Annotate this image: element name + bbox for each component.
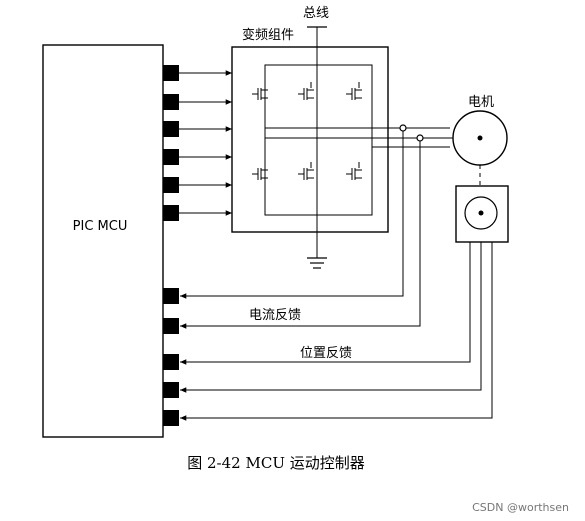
position-input-pin (163, 354, 179, 370)
current-feedback-wires (180, 131, 421, 329)
motor-label: 电机 (468, 95, 494, 110)
bus-line: 总线 (303, 6, 329, 258)
watermark: CSDN @worthsen (472, 501, 569, 514)
bridge-rails (264, 64, 373, 216)
pwm-pin (163, 149, 179, 165)
mcu-label: PIC MCU (73, 219, 128, 234)
current-sense-node (399, 124, 407, 132)
motor: 电机 (452, 95, 508, 200)
current-input-pin (163, 318, 179, 334)
position-feedback-label: 位置反馈 (300, 346, 352, 361)
pwm-pin (163, 65, 179, 81)
pwm-output-pins (163, 65, 179, 221)
mcu-block: PIC MCU (42, 44, 164, 438)
transistor-switch-icon (252, 162, 268, 180)
current-input-pin (163, 288, 179, 304)
current-feedback-label: 电流反馈 (249, 308, 301, 323)
transistor-switch-icon (346, 162, 362, 180)
ground-icon (307, 257, 327, 269)
transistor-switch-icon (346, 82, 362, 100)
pwm-pin (163, 94, 179, 110)
position-encoder (455, 185, 509, 243)
pwm-pin (163, 205, 179, 221)
figure-caption: 图 2-42 MCU 运动控制器 (187, 454, 364, 472)
position-input-pin (163, 410, 179, 426)
inverter-label: 变频组件 (242, 27, 294, 43)
pwm-signal-arrows (179, 70, 232, 216)
inverter-block: 变频组件 (231, 27, 458, 233)
transistor-switch-icon (298, 162, 314, 180)
pwm-pin (163, 121, 179, 137)
bus-label: 总线 (303, 6, 329, 21)
pwm-pin (163, 177, 179, 193)
transistor-switch-icon (252, 82, 268, 100)
position-feedback-wires (180, 242, 493, 421)
transistor-switch-icon (298, 82, 314, 100)
current-sense-node (416, 134, 424, 142)
position-input-pin (163, 382, 179, 398)
feedback-input-pins (163, 288, 179, 426)
